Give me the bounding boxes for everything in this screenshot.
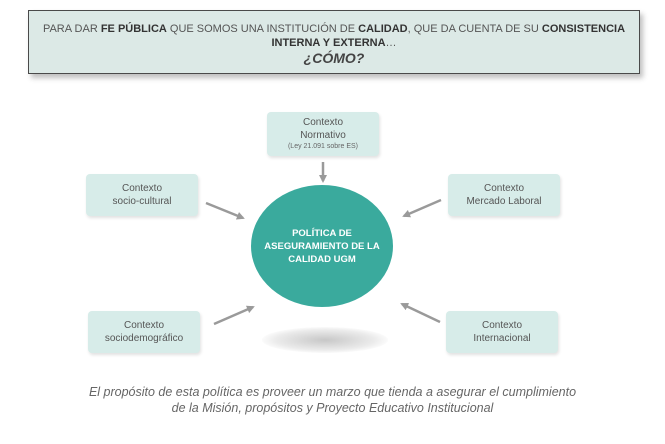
header-banner: PARA DAR FE PÚBLICA QUE SOMOS UNA INSTIT… (28, 10, 640, 74)
context-normativo-note: (Ley 21.091 sobre ES) (287, 143, 359, 150)
banner-text-1: PARA DAR (42, 23, 101, 35)
purpose-caption: El propósito de esta política es proveer… (10, 384, 655, 416)
context-socio-cultural-line2: socio-cultural (112, 196, 172, 207)
banner-text-3: , QUE DA CUENTA DE SU (407, 23, 542, 35)
context-internacional-box: Contexto Internacional (446, 311, 558, 353)
banner-bold-interna-externa: INTERNA Y EXTERNA (271, 37, 386, 49)
context-mercado-laboral-box: Contexto Mercado Laboral (448, 174, 560, 216)
context-sociodemografico-line1: Contexto (123, 320, 165, 331)
banner-bold-consistencia: CONSISTENCIA (541, 23, 626, 35)
context-internacional-line2: Internacional (473, 333, 531, 344)
caption-line2: de la Misión, propósitos y Proyecto Educ… (171, 401, 494, 415)
context-socio-cultural-box: Contexto socio-cultural (86, 174, 198, 216)
context-mercado-laboral-line1: Contexto (483, 183, 525, 194)
banner-bold-calidad: CALIDAD (358, 23, 408, 35)
context-sociodemografico-line2: sociodemográfico (104, 333, 184, 344)
banner-bold-fe-publica: FE PÚBLICA (100, 23, 167, 35)
banner-text-2: QUE SOMOS UNA INSTITUCIÓN DE (166, 23, 359, 35)
context-normativo-line2: Normativo (300, 130, 346, 141)
context-mercado-laboral-line2: Mercado Laboral (466, 196, 542, 207)
context-normativo-box: Contexto Normativo (Ley 21.091 sobre ES) (267, 112, 379, 156)
arrow-from-socio-cultural (205, 201, 245, 220)
context-internacional-line1: Contexto (481, 320, 523, 331)
center-policy-text: POLÍTICA DE ASEGURAMIENTO DE LA CALIDAD … (264, 227, 380, 265)
caption-line1: El propósito de esta política es proveer… (88, 385, 577, 399)
center-policy-circle: POLÍTICA DE ASEGURAMIENTO DE LA CALIDAD … (251, 185, 393, 307)
context-normativo-line1: Contexto (302, 117, 344, 128)
banner-question: ¿CÓMO? (303, 50, 365, 66)
banner-ellipsis: … (385, 37, 397, 49)
arrow-from-sociodemografico (213, 305, 255, 326)
arrow-from-mercado-laboral (402, 198, 442, 218)
context-sociodemografico-box: Contexto sociodemográfico (88, 311, 200, 353)
center-circle-shadow (262, 327, 388, 353)
context-socio-cultural-line1: Contexto (121, 183, 163, 194)
arrow-from-internacional (400, 302, 441, 324)
